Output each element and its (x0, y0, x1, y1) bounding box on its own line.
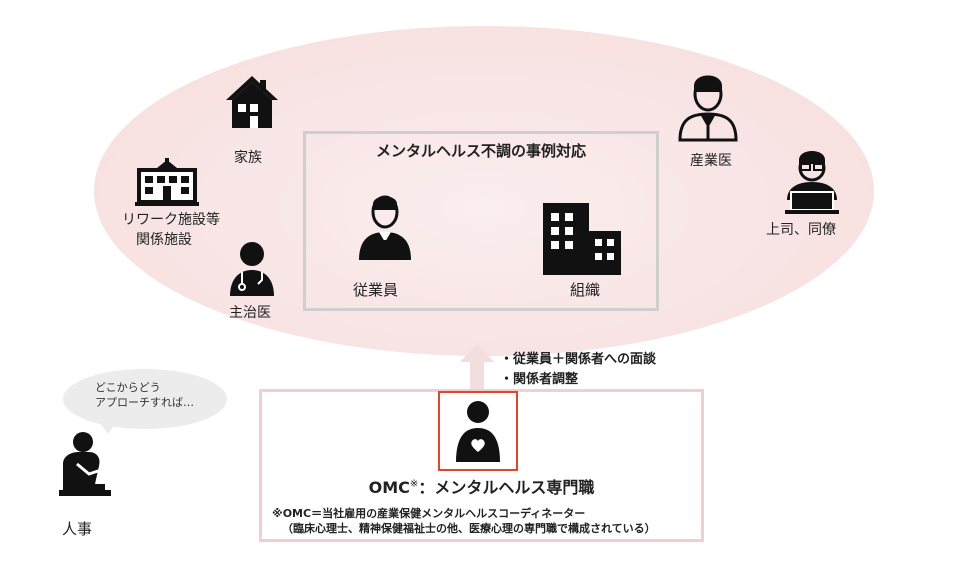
omc-title-mark: ※ (409, 478, 419, 490)
speech-bubble-tail (98, 420, 118, 434)
bubble-text-2: アプローチすれば… (95, 396, 194, 409)
case-response-title: メンタルヘルス不調の事例対応 (375, 142, 586, 160)
hr-label: 人事 (62, 520, 93, 538)
omc-note-1: ※OMC＝当社雇用の産業保健メンタルヘルスコーディネーター (272, 507, 586, 520)
boss-colleague-label: 上司、同僚 (766, 222, 836, 238)
stakeholder-ellipse (94, 26, 874, 356)
building-icon (543, 203, 623, 277)
family-label: 家族 (234, 150, 262, 166)
up-arrow (460, 344, 494, 392)
industrial-doctor-icon (678, 70, 738, 142)
doctor-label: 主治医 (229, 305, 271, 321)
rework-label-1: リワーク施設等 (122, 212, 220, 228)
speech-bubble (63, 369, 227, 429)
omc-person-heart-icon (454, 400, 502, 464)
boss-colleague-icon (783, 146, 841, 216)
arrow-note-1: ・従業員＋関係者への面談 (500, 352, 657, 367)
industrial-doctor-label: 産業医 (690, 153, 732, 169)
omc-title-abbr: OMC (368, 478, 410, 497)
hr-person-icon (55, 430, 115, 502)
omc-title: OMC※：メンタルヘルス専門職 (259, 474, 704, 498)
facility-icon (135, 158, 199, 206)
employee-label: 従業員 (353, 281, 399, 299)
org-label: 組織 (570, 281, 601, 299)
omc-title-rest: ：メンタルヘルス専門職 (418, 478, 595, 497)
doctor-icon (228, 240, 276, 298)
case-response-box (303, 131, 659, 311)
rework-label-2: 関係施設 (136, 232, 192, 248)
arrow-note-2: ・関係者調整 (500, 372, 579, 387)
bubble-text-1: どこからどう (95, 381, 161, 394)
employee-icon (355, 190, 415, 262)
house-icon (224, 74, 280, 130)
omc-note-2: （臨床心理士、精神保健福祉士の他、医療心理の専門職で構成されている） (282, 522, 656, 535)
